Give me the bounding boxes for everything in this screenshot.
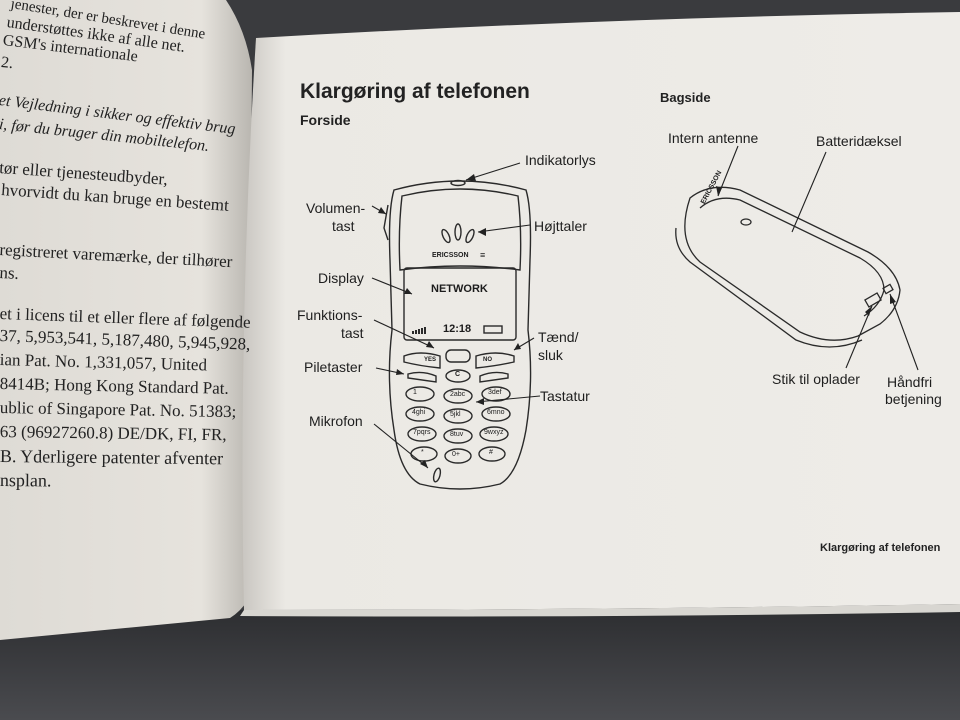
label-function-1: Funktions- (297, 307, 363, 323)
phone-body (388, 180, 532, 490)
phone-display (403, 267, 517, 341)
key-5 (443, 408, 473, 424)
label-function-2: tast (341, 325, 364, 341)
clock-text: 12:18 (443, 323, 472, 335)
no-key-label: NO (483, 357, 492, 363)
front-heading: Forside (300, 112, 351, 128)
phone-back-body (684, 186, 901, 341)
brand-mark-icon: ≡ (480, 250, 486, 260)
key-1 (405, 386, 435, 402)
battery-cover (699, 197, 885, 317)
arrow-left-key (407, 371, 437, 383)
key-2 (443, 388, 473, 404)
label-handsfree-1: Håndfri (887, 374, 933, 390)
label-indicator: Indikatorlys (525, 152, 596, 168)
key-4-label: 4ghi (412, 409, 426, 416)
menu-key (445, 349, 471, 363)
label-antenna: Intern antenne (668, 130, 759, 146)
key-7 (407, 426, 437, 442)
label-display: Display (318, 270, 364, 286)
handsfree-port (882, 283, 894, 295)
page-footer: Klargøring af telefonen (820, 542, 941, 554)
label-volume-2: tast (332, 218, 355, 234)
phone-brand: ERICSSON (432, 252, 469, 259)
volume-key (383, 204, 389, 241)
left-page (0, 0, 252, 640)
key-8 (443, 428, 473, 444)
arrow-right-key (479, 371, 509, 383)
key-hash-label: # (489, 449, 493, 456)
yes-key (403, 352, 441, 369)
label-power-2: sluk (538, 347, 563, 363)
phone-back-side (675, 227, 863, 348)
key-3-label: 3def (488, 389, 502, 396)
key-6 (481, 406, 511, 422)
key-0-label: 0+ (452, 451, 460, 458)
page-title: Klargøring af telefonen (300, 80, 530, 103)
cover-latch-icon (740, 218, 752, 226)
charger-port (864, 292, 882, 308)
key-9-label: 9wxyz (484, 429, 504, 436)
label-power-1: Tænd/ (538, 329, 579, 345)
no-key (475, 352, 515, 369)
label-keypad: Tastatur (540, 388, 590, 404)
clear-key-label: C (455, 371, 461, 378)
battery-icon (483, 325, 503, 334)
page-edge (240, 604, 960, 617)
key-6-label: 6mno (487, 409, 505, 416)
back-heading: Bagside (660, 90, 711, 105)
back-callout-arrows (716, 186, 896, 316)
logo-leaf-icon (465, 228, 475, 244)
label-handsfree-2: betjening (885, 391, 942, 407)
front-callout-arrows (378, 174, 521, 468)
label-arrows: Piletaster (304, 359, 363, 375)
logo-leaf-icon (441, 228, 451, 244)
yes-key-label: YES (424, 357, 437, 363)
signal-icon (412, 327, 426, 334)
table-shadow (0, 610, 960, 720)
logo-leaf-icon (454, 223, 462, 241)
indicator-light (450, 179, 466, 187)
key-hash (478, 446, 506, 462)
key-0 (444, 448, 472, 464)
label-mic: Mikrofon (309, 413, 363, 429)
clear-key (445, 369, 471, 383)
microphone-icon (432, 467, 442, 483)
key-2-label: 2abc (450, 391, 466, 398)
network-text: NETWORK (431, 283, 488, 295)
phone-earpiece-area (398, 188, 522, 271)
label-volume-1: Volumen- (306, 200, 366, 216)
key-5-label: 5jkl (450, 411, 461, 418)
key-star-label: * (421, 449, 424, 456)
key-3 (481, 386, 511, 402)
key-4 (405, 406, 435, 422)
key-1-label: 1 (413, 389, 417, 396)
label-speaker: Højttaler (534, 218, 587, 234)
key-8-label: 8tuv (450, 431, 464, 438)
label-battery: Batteridæksel (816, 133, 902, 149)
key-7-label: 7pqrs (413, 429, 431, 436)
label-charger: Stik til oplader (772, 371, 860, 387)
key-9 (479, 426, 509, 442)
back-callouts (717, 145, 919, 371)
